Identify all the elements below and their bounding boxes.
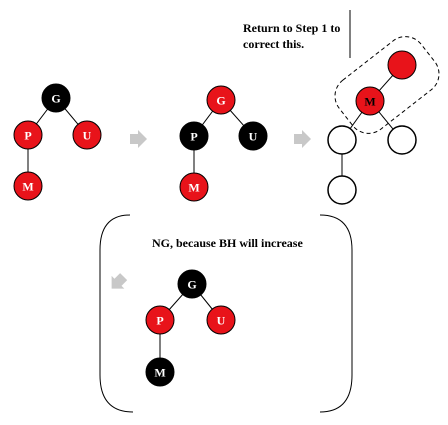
node-tree1-m-label: M [22,180,33,194]
node-tree1-g-label: G [51,92,60,106]
node-tree4-m: M [145,357,175,387]
node-tree2-u: U [238,121,268,151]
node-tree2-m: M [179,172,209,202]
node-tree1-u-circle [72,120,102,150]
node-tree3-right-circle [387,125,417,155]
note-line-1: Return to Step 1 to [243,21,340,35]
node-tree4-p: P [145,305,175,335]
node-tree4-p-circle [145,305,175,335]
right-arrow-icon-shape [130,130,147,148]
node-tree3-left [327,125,357,155]
node-tree3-left-circle [327,125,357,155]
node-tree1-u-label: U [83,129,92,143]
node-tree1-p-circle [13,120,43,150]
node-tree2-g-label: G [216,94,225,108]
node-tree2-g-circle [206,85,236,115]
node-tree1-m: M [13,171,43,201]
right-arrow-icon-shape [294,130,311,148]
node-tree4-u-circle [206,305,236,335]
node-tree2-p-circle [179,121,209,151]
node-tree1-g-circle [41,83,71,113]
node-tree1-p: P [13,120,43,150]
node-tree2-p-label: P [190,130,197,144]
node-tree1-m-circle [13,171,43,201]
note: Return to Step 1 to correct this. [243,10,351,58]
node-tree2-u-circle [238,121,268,151]
node-tree4-u-label: U [217,314,226,328]
node-tree2-m-label: M [188,181,199,195]
node-tree2-m-circle [179,172,209,202]
node-tree3-right [387,125,417,155]
node-tree2-p: P [179,121,209,151]
node-tree4-m-circle [145,357,175,387]
note-line-2: correct this. [243,37,304,51]
node-tree3-m-label: M [364,95,375,109]
node-tree2-u-label: U [249,130,258,144]
node-tree3-bottom [327,175,357,205]
node-tree4-g: G [177,269,207,299]
node-tree1-p-label: P [24,129,31,143]
bracket-caption: NG, because BH will increase [152,236,303,250]
node-tree3-top [387,50,417,80]
right-arrow-icon [130,130,147,148]
node-tree1-u: U [72,120,102,150]
node-tree1-g: G [41,83,71,113]
node-tree3-top-circle [387,50,417,80]
right-arrow-icon [294,130,311,148]
node-tree4-m-label: M [154,366,165,380]
tree-nodes: G P U M G P U M M G P U M [13,50,417,387]
node-tree4-u: U [206,305,236,335]
left-bracket [99,214,134,413]
node-tree4-g-label: G [187,278,196,292]
node-tree3-m: M [355,86,385,116]
diagonal-arrow-icon [111,273,128,289]
node-tree4-g-circle [177,269,207,299]
node-tree4-p-label: P [156,314,163,328]
right-bracket [319,214,353,413]
node-tree3-m-circle [355,86,385,116]
node-tree2-g: G [206,85,236,115]
diagonal-arrow-icon-shape [111,273,128,289]
node-tree3-bottom-circle [327,175,357,205]
highlight-dashed-box [334,36,440,134]
